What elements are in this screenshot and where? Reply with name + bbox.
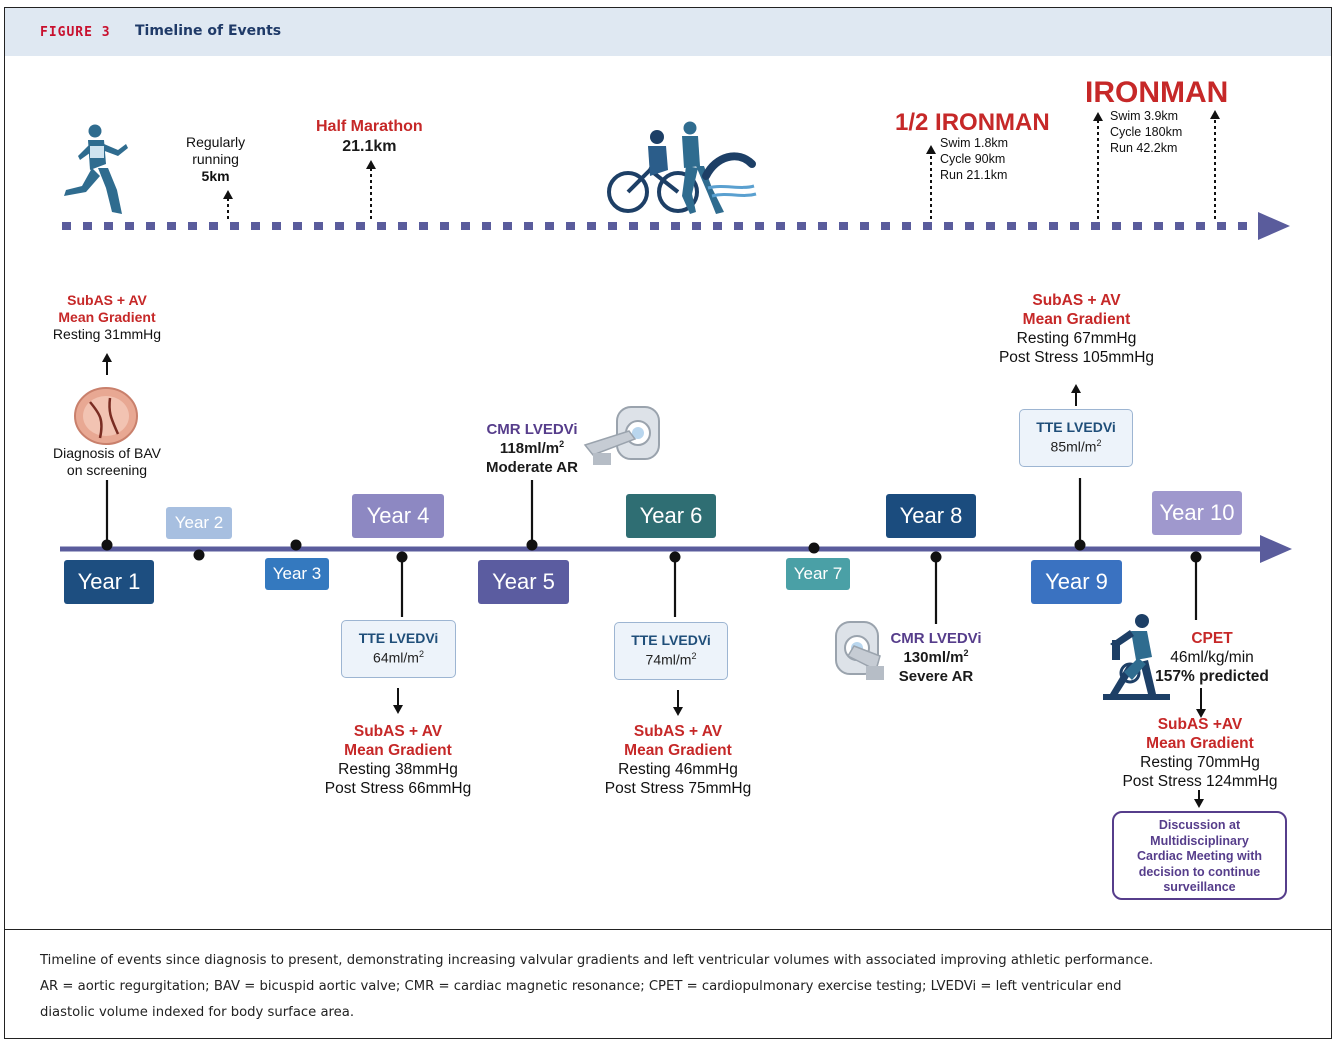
event-arrows: [106, 360, 1202, 800]
year4-gradient-block: SubAS + AV Mean Gradient Resting 38mmHg …: [324, 723, 472, 797]
year-2-label: Year 2: [166, 507, 232, 539]
year8-cmr-block: CMR LVEDVi 130ml/m2 Severe AR: [890, 630, 982, 685]
year5-cmr-block: CMR LVEDVi 118ml/m2 Moderate AR: [486, 421, 578, 476]
year-4-label: Year 4: [352, 494, 444, 538]
year-8-label: Year 8: [886, 494, 976, 538]
ironman-title: IRONMAN: [1085, 76, 1229, 109]
athletic-arrowheads: [223, 110, 1220, 199]
main-timeline-arrow: [60, 535, 1292, 563]
caption-line: AR = aortic regurgitation; BAV = bicuspi…: [40, 979, 1122, 994]
timeline-stems: [105, 478, 1198, 624]
runner-icon: [64, 124, 128, 214]
exercise-bike-icon: [1103, 614, 1170, 700]
superscript-2: 2: [418, 648, 424, 659]
figure-number: FIGURE 3: [40, 25, 111, 40]
year4-tte-value: 64ml/m: [373, 649, 419, 666]
timeline-dots: [101, 539, 1202, 563]
caption-divider: [5, 929, 1331, 930]
ironman-details: Swim 3.9km Cycle 180km Run 42.2km: [1110, 109, 1183, 155]
half-ironman-details: Swim 1.8km Cycle 90km Run 21.1km: [940, 136, 1009, 182]
event-arrowheads: [102, 353, 1206, 808]
triathlon-icon: [607, 121, 757, 214]
year1-diagnosis-label: Diagnosis of BAV on screening: [53, 445, 161, 479]
year-5-label: Year 5: [478, 560, 569, 604]
year6-tte-box: TTE LVEDVi 74ml/m2: [614, 622, 728, 680]
mri-scanner-icon: [583, 406, 660, 465]
year9-gradient-block: SubAS + AV Mean Gradient Resting 67mmHg …: [998, 292, 1155, 366]
year6-gradient-block: SubAS + AV Mean Gradient Resting 46mmHg …: [604, 723, 752, 797]
caption-line: diastolic volume indexed for body surfac…: [40, 1005, 355, 1020]
year-3-label: Year 3: [265, 558, 329, 590]
year-6-label: Year 6: [626, 494, 716, 538]
figure-caption: Timeline of events since diagnosis to pr…: [40, 948, 1300, 1026]
mri-scanner-icon: [835, 621, 884, 680]
year10-gradient-block: SubAS +AV Mean Gradient Resting 70mmHg P…: [1122, 716, 1278, 790]
half-marathon-label: Half Marathon 21.1km: [316, 118, 423, 155]
year10-cpet-block: CPET 46ml/kg/min 157% predicted: [1155, 630, 1269, 685]
figure-title: Timeline of Events: [135, 23, 282, 39]
year1-gradient-block: SubAS + AV Mean Gradient Resting 31mmHg: [52, 292, 162, 343]
athletic-milestone-arrows: [227, 120, 1216, 219]
year-1-label: Year 1: [64, 560, 154, 604]
caption-line: Timeline of events since diagnosis to pr…: [40, 953, 1154, 968]
year-9-label: Year 9: [1031, 560, 1122, 604]
year4-tte-box: TTE LVEDVi 64ml/m2: [341, 620, 456, 678]
athletic-timeline-arrow: [62, 212, 1290, 240]
year9-tte-box: TTE LVEDVi 85ml/m2: [1019, 409, 1133, 467]
figure-header: [5, 8, 1331, 56]
year-10-label: Year 10: [1152, 491, 1242, 535]
year-7-label: Year 7: [786, 558, 850, 590]
mdt-discussion-box: Discussion at Multidisciplinary Cardiac …: [1112, 811, 1287, 900]
regular-running-label: Regularly running 5km: [186, 134, 246, 185]
aortic-valve-icon: [74, 387, 138, 445]
half-ironman-title: 1/2 IRONMAN: [895, 109, 1050, 136]
